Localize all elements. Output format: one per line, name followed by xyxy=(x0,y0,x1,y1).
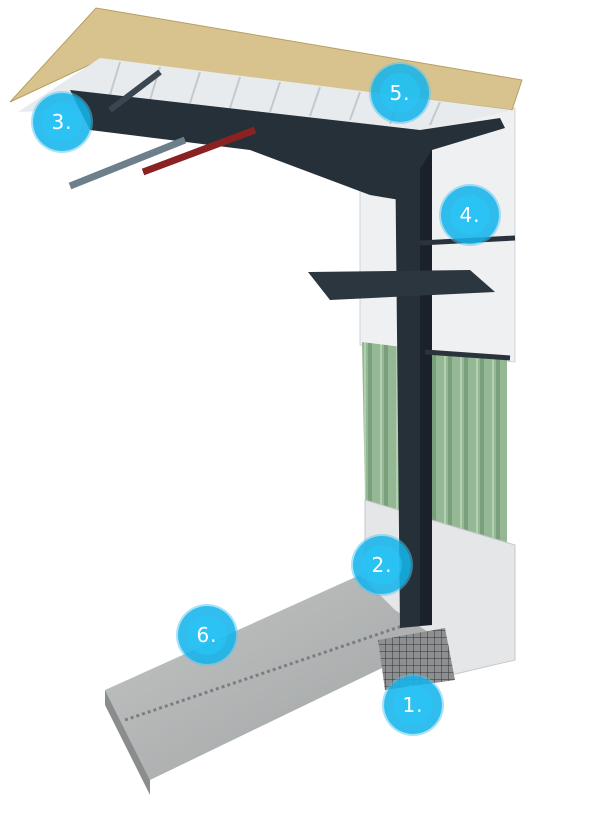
grey-pipe xyxy=(68,136,187,190)
bracket-beam xyxy=(308,270,495,300)
marker-1[interactable]: 1. xyxy=(384,676,442,734)
marker-3[interactable]: 3. xyxy=(33,93,91,151)
slab-edge xyxy=(105,690,150,795)
floor-slab xyxy=(105,575,440,780)
foundation-mesh xyxy=(378,628,455,690)
marker-4[interactable]: 4. xyxy=(441,186,499,244)
steel-rafter xyxy=(70,90,505,200)
marker-6[interactable]: 6. xyxy=(178,606,236,664)
marker-5[interactable]: 5. xyxy=(371,64,429,122)
marker-2[interactable]: 2. xyxy=(353,536,411,594)
red-pipe xyxy=(141,126,257,176)
